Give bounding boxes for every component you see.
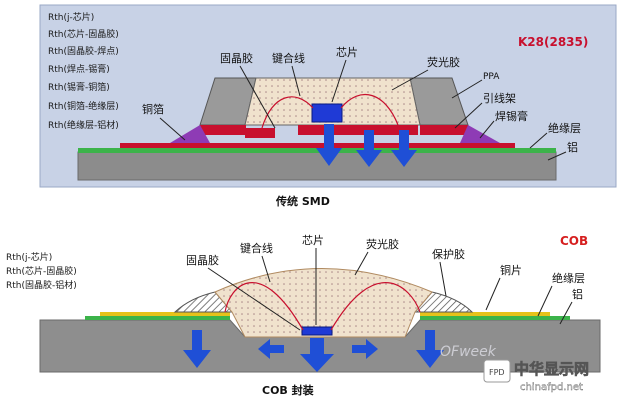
- smd-copper-foil: [120, 143, 515, 148]
- smd-label-lead-frame: 引线架: [483, 91, 516, 105]
- chinafpd-logo-mark: [483, 359, 511, 383]
- smd-label-solder-paste: 焊锡膏: [495, 109, 528, 123]
- smd-rth-item: Rth(芯片-固晶胶): [48, 28, 119, 40]
- cob-rth-list: Rth(j-芯片) Rth(芯片-固晶胶) Rth(固晶胶-铝材): [6, 251, 77, 291]
- smd-label-bond-wire: 键合线: [272, 51, 305, 65]
- cob-diagram: COB Rth(j-芯片) Rth(芯片-固晶胶) Rth(固晶胶-铝材): [6, 233, 601, 397]
- smd-chip: [311, 103, 343, 123]
- cob-rth-item: Rth(j-芯片): [6, 251, 52, 263]
- cob-heat-arrows: [183, 330, 444, 372]
- smd-solder-right: [460, 125, 500, 143]
- smd-lead-frame: [245, 128, 275, 138]
- down-arrow-icon: [183, 330, 211, 368]
- smd-label-ppa: PPA: [483, 72, 500, 82]
- cob-badge: COB: [560, 234, 588, 248]
- cob-label-protect-glue: 保护胶: [432, 247, 465, 261]
- k28-badge: K28(2835): [518, 35, 588, 49]
- smd-heat-arrows: [316, 124, 417, 167]
- chinafpd-logo-mark-text: FPD: [489, 368, 505, 377]
- smd-insulation-layer: [78, 148, 556, 153]
- down-arrow-icon: [391, 130, 417, 167]
- smd-label-phosphor: 荧光胶: [427, 55, 460, 69]
- smd-lead-frame: [298, 125, 418, 135]
- cob-caption: COB 封装: [262, 383, 314, 397]
- down-arrow-icon: [416, 330, 444, 368]
- cob-label-aluminum: 铝: [572, 287, 583, 301]
- smd-rth-item: Rth(焊点-锡膏): [48, 63, 110, 75]
- chinafpd-url: chinafpd.net: [520, 382, 583, 393]
- smd-bond-wire: [340, 93, 399, 126]
- cob-bond-wire: [224, 282, 304, 331]
- cob-label-copper: 铜片: [500, 263, 522, 277]
- ofweek-watermark: OFweek: [440, 344, 497, 360]
- smd-caption: 传统 SMD: [275, 194, 330, 208]
- smd-rth-item: Rth(锡膏-铜箔): [48, 81, 110, 93]
- right-arrow-icon: [352, 339, 378, 359]
- cob-copper-left: [100, 312, 230, 316]
- down-arrow-icon: [356, 130, 382, 167]
- smd-rth-item: Rth(固晶胶-焊点): [48, 45, 119, 57]
- cob-label-die-attach: 固晶胶: [186, 253, 219, 267]
- smd-label-chip: 芯片: [336, 45, 358, 59]
- chinafpd-logo: FPD 中华显示网 chinafpd.net: [483, 359, 589, 393]
- smd-label-copper-foil: 铜箔: [142, 102, 164, 116]
- cob-label-chip: 芯片: [302, 233, 324, 247]
- down-arrow-icon: [300, 338, 334, 372]
- smd-rth-item: Rth(j-芯片): [48, 11, 94, 23]
- cob-label-phosphor: 荧光胶: [366, 237, 399, 251]
- smd-bond-wire: [261, 96, 314, 129]
- smd-label-aluminum: 铝: [567, 140, 578, 154]
- smd-rth-list: Rth(j-芯片) Rth(芯片-固晶胶) Rth(固晶胶-焊点) Rth(焊点…: [48, 11, 119, 131]
- cob-insulation-left: [85, 316, 230, 320]
- smd-label-die-attach: 固晶胶: [220, 51, 253, 65]
- left-arrow-icon: [258, 339, 284, 359]
- smd-rth-item: Rth(铜箔-绝缘层): [48, 100, 119, 112]
- cob-label-insulation: 绝缘层: [552, 271, 585, 285]
- cob-chip: [301, 326, 333, 336]
- smd-lead-frame: [420, 125, 468, 135]
- cob-label-bond-wire: 键合线: [240, 241, 273, 255]
- smd-label-insulation: 绝缘层: [548, 121, 581, 135]
- cob-bond-wire: [330, 282, 421, 331]
- smd-solder-left: [170, 125, 210, 143]
- cob-rth-item: Rth(芯片-固晶胶): [6, 265, 77, 277]
- smd-aluminum-substrate: [77, 151, 557, 181]
- chinafpd-logo-text: 中华显示网: [514, 360, 589, 378]
- smd-diagram: Rth(j-芯片) Rth(芯片-固晶胶) Rth(固晶胶-焊点) Rth(焊点…: [39, 4, 617, 208]
- smd-lead-frame: [200, 125, 246, 135]
- cob-insulation-right: [420, 316, 570, 320]
- cob-phosphor-dome: [214, 268, 433, 338]
- down-arrow-icon: [316, 124, 342, 166]
- cob-copper-right: [420, 312, 550, 316]
- smd-rth-item: Rth(绝缘层-铝材): [48, 119, 119, 131]
- cob-rth-item: Rth(固晶胶-铝材): [6, 279, 77, 291]
